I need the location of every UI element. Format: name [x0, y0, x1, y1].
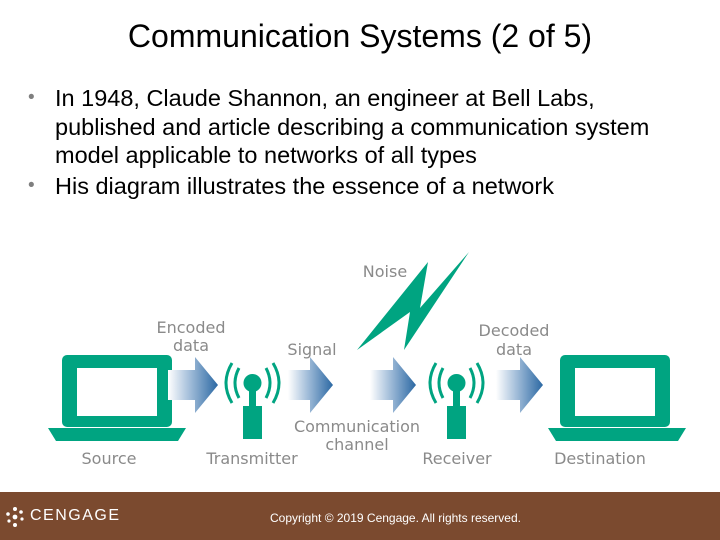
decoded-data-label-line2: data — [496, 340, 532, 359]
copyright-text: Copyright © 2019 Cengage. All rights res… — [270, 511, 521, 525]
transmitter-label: Transmitter — [205, 449, 298, 468]
slide-title: Communication Systems (2 of 5) — [127, 18, 593, 54]
encoded-data-arrow-icon — [168, 357, 218, 413]
destination-label: Destination — [554, 449, 646, 468]
transmitter-antenna-icon — [224, 362, 281, 439]
signal-arrow-icon — [288, 357, 333, 413]
channel-label-line1: Communication — [294, 417, 420, 436]
shannon-diagram: Noise Encoded data Signal Decoded data C… — [48, 252, 686, 468]
channel-label-line2: channel — [325, 435, 388, 454]
bullet-text: In 1948, Claude Shannon, an engineer at … — [55, 85, 650, 168]
bullet-text: His diagram illustrates the essence of a… — [55, 172, 554, 199]
cengage-logo-icon — [6, 507, 24, 527]
encoded-data-label-line2: data — [173, 336, 209, 355]
bullet-item: • His diagram illustrates the essence of… — [28, 172, 688, 201]
signal-label: Signal — [287, 340, 336, 359]
noise-lightning-icon — [357, 252, 469, 350]
decoded-data-arrow-icon — [496, 357, 543, 413]
source-laptop-icon — [48, 355, 186, 441]
noise-label: Noise — [363, 262, 407, 281]
decoded-data-label-line1: Decoded — [479, 321, 550, 340]
bullet-item: • In 1948, Claude Shannon, an engineer a… — [28, 84, 688, 170]
channel-arrow-icon — [370, 357, 416, 413]
bullet-list: • In 1948, Claude Shannon, an engineer a… — [28, 84, 688, 202]
receiver-label: Receiver — [422, 449, 492, 468]
encoded-data-label-line1: Encoded — [157, 318, 226, 337]
brand-name: CENGAGE — [30, 507, 121, 524]
bullet-marker: • — [28, 87, 35, 108]
receiver-antenna-icon — [428, 362, 485, 439]
source-label: Source — [82, 449, 137, 468]
bullet-marker: • — [28, 174, 35, 196]
destination-laptop-icon — [548, 355, 686, 441]
footer-bar: CENGAGE Copyright © 2019 Cengage. All ri… — [0, 492, 720, 540]
